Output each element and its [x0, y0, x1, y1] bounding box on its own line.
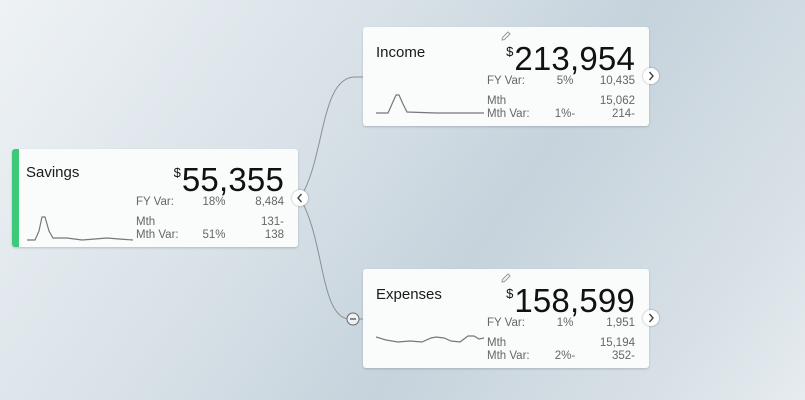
node-title: Expenses — [376, 286, 442, 303]
connector-expenses — [299, 197, 365, 320]
pencil-icon[interactable] — [500, 30, 512, 42]
stat-value: 131- — [260, 216, 284, 228]
stat-value: 10,435 — [599, 75, 635, 87]
minus-circle-icon — [346, 312, 360, 326]
sparkline-chart — [376, 94, 484, 114]
expand-button[interactable] — [643, 310, 659, 326]
node-title: Savings — [26, 164, 80, 181]
amount-value: 55,355 — [181, 161, 284, 198]
node-amount: $158,599 — [506, 284, 635, 317]
stat-row-mth-var: Mth Var: 1%- 214- — [487, 108, 635, 121]
stat-value: 1,951 — [606, 317, 635, 329]
stat-value: 352- — [611, 350, 635, 362]
stat-label: Mth Var: — [487, 350, 530, 362]
stat-row-mth-var: Mth Var: 51% 138 — [136, 229, 284, 242]
stat-value: 15,062 — [599, 95, 635, 107]
stat-row-mth: Mth 15,062 — [487, 95, 635, 108]
status-accent-bar — [12, 149, 19, 247]
stat-label: Mth — [487, 95, 507, 107]
stats-block: FY Var: 18% 8,484 Mth 131- Mth Var: 51% … — [136, 196, 284, 242]
expand-button[interactable] — [643, 68, 659, 84]
collapse-button[interactable] — [292, 190, 308, 206]
currency-symbol: $ — [506, 44, 514, 59]
node-card-income[interactable]: Income $213,954 FY Var: 5% 10,435 Mth 15… — [363, 27, 649, 126]
node-amount: $213,954 — [506, 42, 635, 75]
stat-label: Mth — [487, 337, 507, 349]
currency-symbol: $ — [173, 165, 181, 180]
stat-value: 214- — [611, 108, 635, 120]
stat-row-mth: Mth 15,194 — [487, 337, 635, 350]
stat-value: 138 — [264, 229, 284, 241]
stat-row-fy-var: FY Var: 18% 8,484 — [136, 196, 284, 209]
node-amount: $55,355 — [174, 163, 284, 196]
stats-block: FY Var: 1% 1,951 Mth 15,194 Mth Var: 2%-… — [487, 317, 635, 363]
stat-label: FY Var: — [136, 196, 174, 208]
stat-label: Mth Var: — [487, 108, 530, 120]
currency-symbol: $ — [506, 286, 514, 301]
stat-pct: 51% — [202, 229, 226, 241]
node-card-expenses[interactable]: Expenses $158,599 FY Var: 1% 1,951 Mth 1… — [363, 269, 649, 368]
stat-pct: 18% — [202, 196, 226, 208]
stat-label: Mth Var: — [136, 229, 179, 241]
amount-value: 158,599 — [514, 282, 635, 319]
stat-pct: 5% — [556, 75, 574, 87]
stat-pct: 1% — [556, 317, 574, 329]
stat-label: FY Var: — [487, 75, 525, 87]
connector-income — [299, 76, 365, 199]
stat-label: Mth — [136, 216, 156, 228]
node-title: Income — [376, 44, 426, 61]
stat-pct: 1%- — [554, 108, 576, 120]
stat-row-fy-var: FY Var: 1% 1,951 — [487, 317, 635, 330]
sparkline-chart — [27, 216, 133, 241]
pencil-icon[interactable] — [500, 272, 512, 284]
remove-branch-button[interactable] — [346, 312, 360, 326]
stat-pct: 2%- — [554, 350, 576, 362]
chevron-left-icon — [297, 193, 303, 203]
stat-row-mth: Mth 131- — [136, 216, 284, 229]
stat-label: FY Var: — [487, 317, 525, 329]
amount-value: 213,954 — [514, 40, 635, 77]
chevron-right-icon — [648, 71, 654, 81]
node-card-savings[interactable]: Savings $55,355 FY Var: 18% 8,484 Mth 13… — [12, 149, 298, 247]
stat-value: 15,194 — [599, 337, 635, 349]
stat-row-mth-var: Mth Var: 2%- 352- — [487, 350, 635, 363]
sparkline-chart — [376, 335, 484, 343]
stats-block: FY Var: 5% 10,435 Mth 15,062 Mth Var: 1%… — [487, 75, 635, 121]
chevron-right-icon — [648, 313, 654, 323]
stat-value: 8,484 — [255, 196, 284, 208]
stat-row-fy-var: FY Var: 5% 10,435 — [487, 75, 635, 88]
